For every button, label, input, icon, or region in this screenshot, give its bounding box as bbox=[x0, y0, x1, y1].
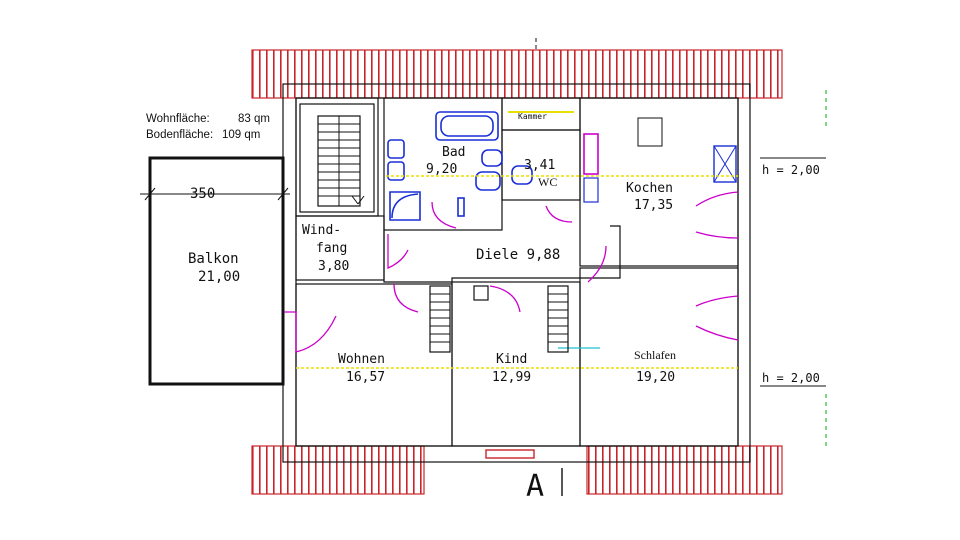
right-guides bbox=[760, 90, 827, 450]
dimension-label: 350 bbox=[190, 186, 215, 202]
wc-name: WC bbox=[538, 175, 557, 189]
diele-name: Diele 9,88 bbox=[476, 247, 560, 263]
doors bbox=[284, 191, 739, 353]
kammer-name: Kammer bbox=[518, 112, 547, 121]
wohnflaeche-label: Wohnfläche: bbox=[146, 113, 210, 125]
bottom-window bbox=[485, 449, 535, 459]
height-label-top: h = 2,00 bbox=[762, 163, 820, 177]
bathroom-fixtures bbox=[387, 111, 533, 221]
section-mark: A bbox=[526, 469, 544, 504]
interior-walls bbox=[295, 97, 739, 447]
bodenflaeche-value: 109 qm bbox=[222, 129, 260, 141]
roof-top bbox=[251, 38, 783, 99]
schlafen-name: Schlafen bbox=[634, 348, 676, 362]
wc-area: 3,41 bbox=[524, 158, 555, 173]
bad-name: Bad bbox=[442, 145, 465, 160]
kind-name: Kind bbox=[496, 352, 527, 367]
wohnen-name: Wohnen bbox=[338, 352, 385, 367]
main-staircase bbox=[295, 97, 379, 217]
windfang-name-1: Wind- bbox=[302, 223, 341, 238]
wohnflaeche-value: 83 qm bbox=[238, 113, 270, 125]
balkon-area: 21,00 bbox=[198, 269, 240, 285]
bad-area: 9,20 bbox=[426, 162, 457, 177]
schlafen-area: 19,20 bbox=[636, 370, 675, 385]
windfang-name-2: fang bbox=[316, 241, 347, 256]
bodenflaeche-label: Bodenfläche: bbox=[146, 129, 213, 141]
wohnen-area: 16,57 bbox=[346, 370, 385, 385]
kochen-name: Kochen bbox=[626, 181, 673, 196]
height-lines bbox=[296, 175, 738, 369]
roof-bottom-right bbox=[586, 445, 783, 495]
area-stats: Wohnfläche: 83 qm Bodenfläche: 109 qm bbox=[146, 113, 270, 141]
balcony: 350 bbox=[140, 156, 290, 386]
kitchen-fixtures bbox=[583, 117, 737, 203]
outer-walls bbox=[282, 83, 751, 463]
internal-stairs bbox=[429, 285, 569, 353]
kind-area: 12,99 bbox=[492, 370, 531, 385]
roof-bottom-left bbox=[251, 445, 425, 495]
kochen-area: 17,35 bbox=[634, 198, 673, 213]
windfang-area: 3,80 bbox=[318, 259, 349, 274]
height-label-bottom: h = 2,00 bbox=[762, 371, 820, 385]
balkon-name: Balkon bbox=[188, 251, 239, 267]
